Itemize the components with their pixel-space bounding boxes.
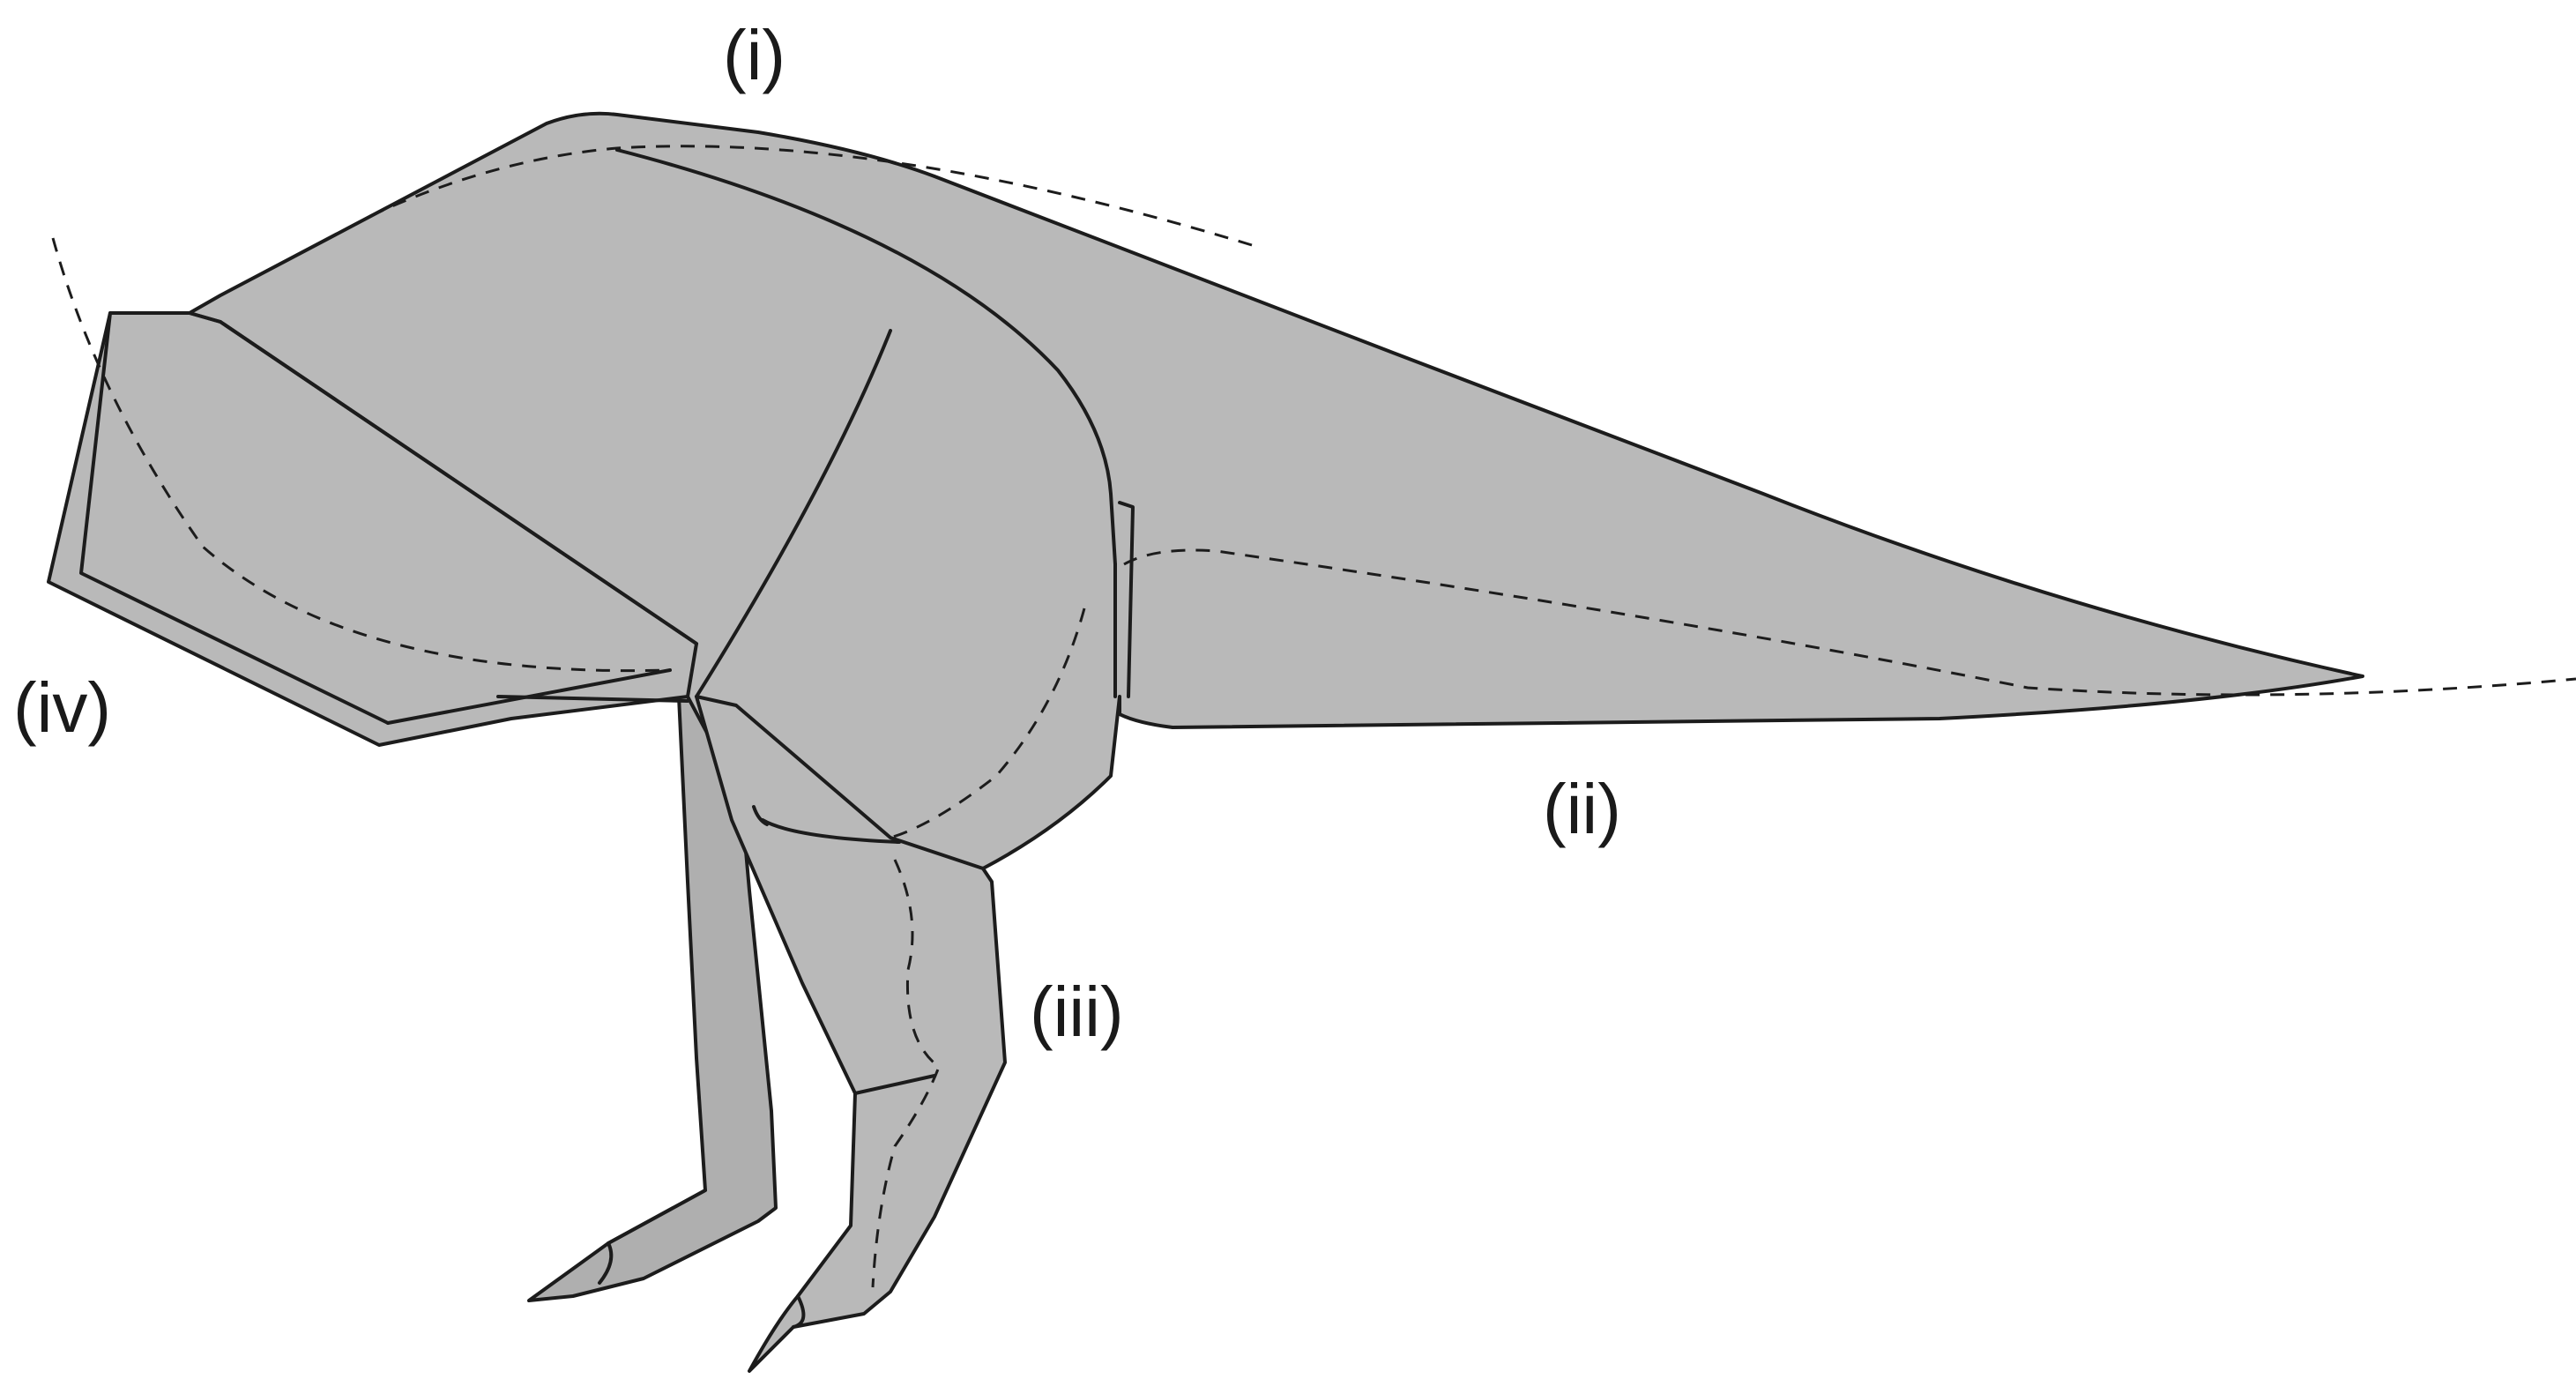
body xyxy=(185,114,2363,868)
label-ii: (ii) xyxy=(1543,770,1621,848)
label-iv: (iv) xyxy=(13,668,111,747)
label-iii: (iii) xyxy=(1030,973,1124,1051)
label-i: (i) xyxy=(723,16,785,94)
